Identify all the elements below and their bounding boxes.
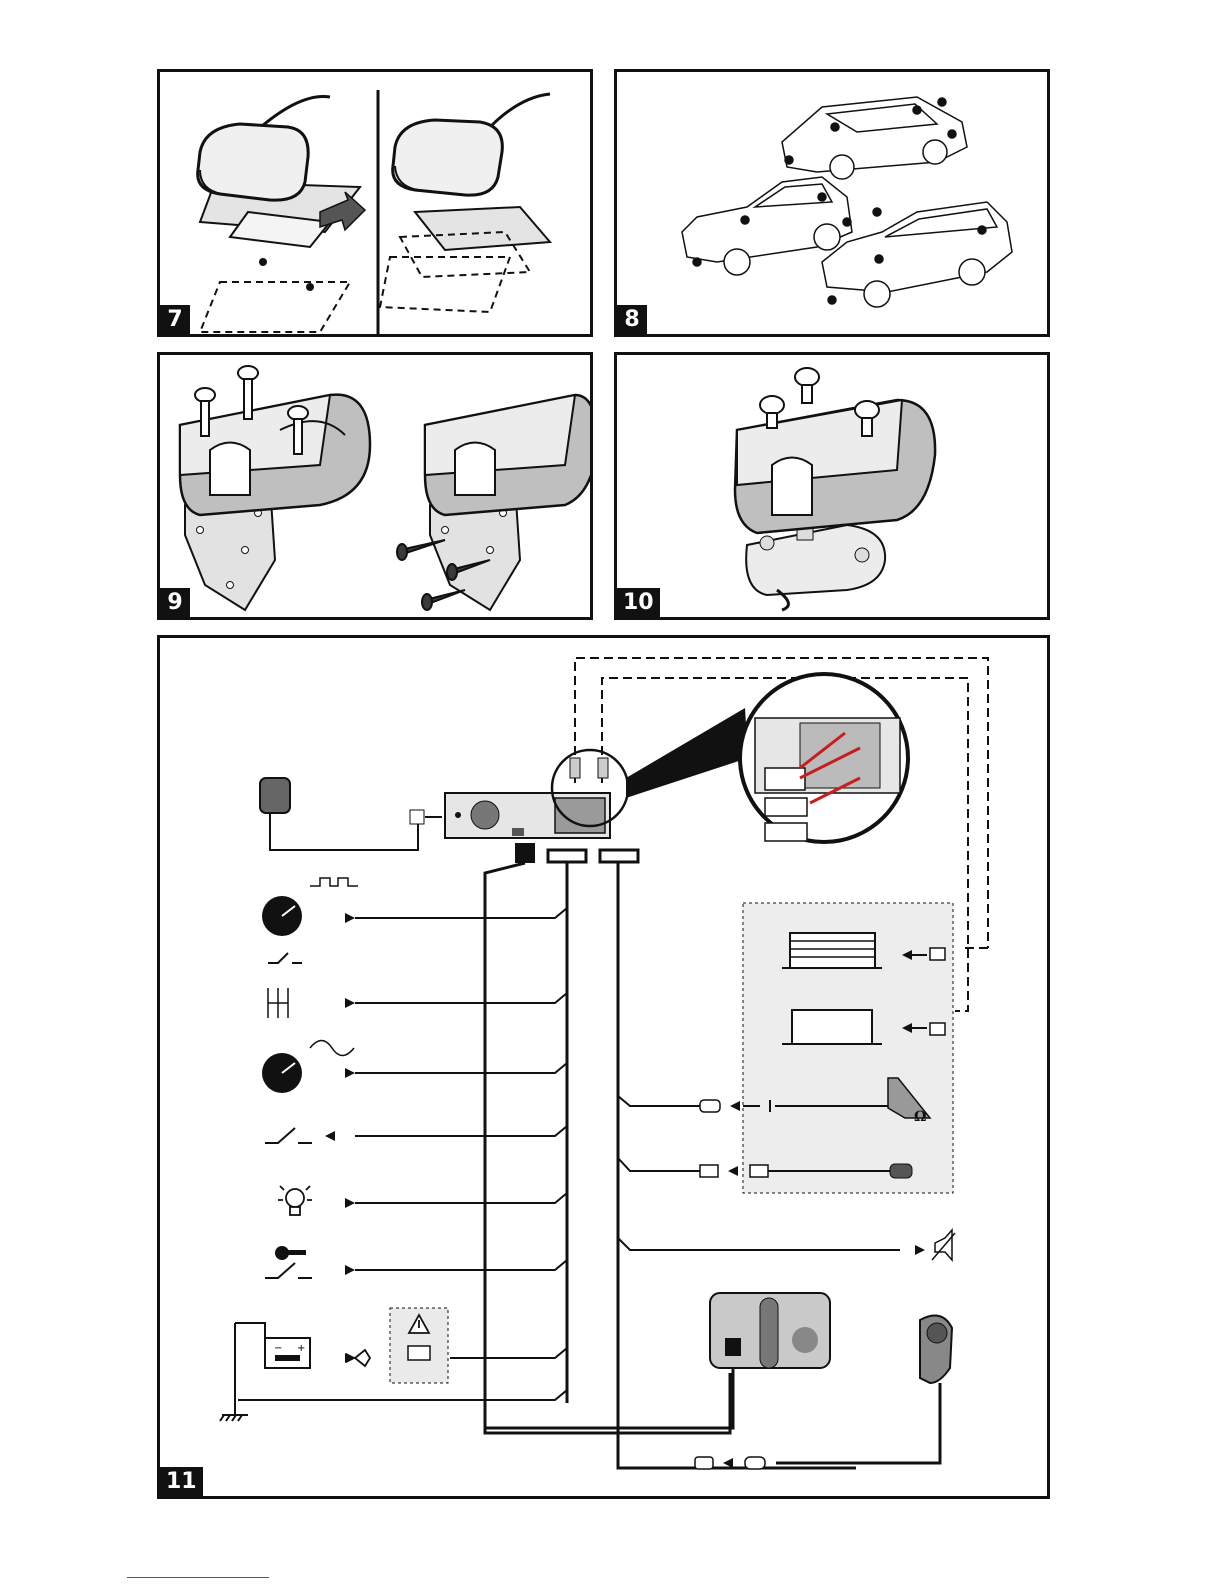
- gps-antenna-icon: [198, 96, 365, 332]
- panel-number: 7: [160, 305, 190, 334]
- ignition-key-icon: [265, 1246, 312, 1278]
- light-bulb-icon: [278, 1186, 312, 1215]
- panel-7: 7: [157, 69, 593, 337]
- panel-8: 8: [614, 69, 1050, 337]
- amplifier-icon: [782, 933, 882, 968]
- gps-antenna-icon: [380, 94, 550, 312]
- mounting-bracket-icon: [735, 400, 935, 610]
- bracket-screw-mounting-illustration: [160, 355, 593, 620]
- car-icon: [782, 97, 967, 179]
- panel-9: 9: [157, 352, 593, 620]
- panel-number: 9: [160, 588, 190, 617]
- link-underline[interactable]: [127, 1577, 269, 1578]
- ground-icon: [220, 1400, 248, 1421]
- display-unit-icon: [485, 1293, 830, 1428]
- switch-icon: [268, 953, 302, 963]
- battery-icon: − +: [265, 1338, 310, 1368]
- panel-10: 10: [614, 352, 1050, 620]
- mute-icon: [932, 1230, 955, 1260]
- svg-text:−: −: [274, 1343, 282, 1354]
- panel-number: 11: [160, 1467, 203, 1496]
- bracket-adhesive-mounting-illustration: [617, 355, 1050, 620]
- speedometer-icon: [262, 878, 358, 936]
- speedometer-icon: [262, 1041, 354, 1094]
- ohm-symbol: Ω: [914, 1109, 926, 1125]
- svg-text:+: +: [297, 1343, 305, 1354]
- head-unit: [445, 793, 610, 838]
- panel-number: 10: [617, 588, 660, 617]
- gps-antenna-mounting-illustration: [160, 72, 593, 337]
- gear-shift-icon: [268, 988, 288, 1018]
- car-mounting-positions-illustration: [617, 72, 1050, 337]
- connector-pins: [570, 758, 608, 778]
- wiring-diagram: − +: [160, 638, 1050, 1499]
- panel-11: − +: [157, 635, 1050, 1499]
- switch-icon: [265, 1128, 312, 1143]
- panel-number: 8: [617, 305, 647, 334]
- gps-antenna-icon: [260, 778, 442, 850]
- amplifier-icon: [782, 1010, 882, 1044]
